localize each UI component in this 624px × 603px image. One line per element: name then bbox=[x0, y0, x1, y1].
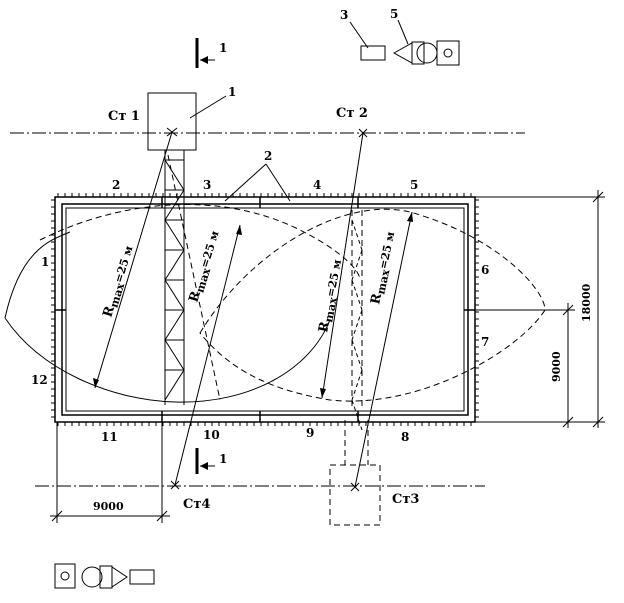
section-label-left-1: 1 bbox=[41, 255, 49, 269]
leader-2a bbox=[224, 163, 267, 202]
dimension-9000-horizontal-text: 9000 bbox=[93, 500, 124, 513]
svg-text:Rmax=25 м: Rmax=25 м bbox=[100, 244, 138, 320]
svg-text:Rmax=25 м: Rmax=25 м bbox=[316, 258, 347, 334]
crane-st3 bbox=[329, 420, 381, 526]
section-mark-bottom: 1 bbox=[219, 452, 227, 466]
reach-arc-left-solid bbox=[4, 231, 331, 403]
leader-2b bbox=[265, 163, 291, 202]
section-mark-top: 1 bbox=[219, 41, 227, 55]
dimension-18000 bbox=[475, 190, 605, 428]
station-st1: Ст 1 bbox=[108, 109, 140, 124]
section-cut-bottom bbox=[195, 448, 215, 474]
callout-3: 3 bbox=[340, 8, 348, 22]
leader-3 bbox=[349, 21, 369, 49]
section-cut-top bbox=[195, 38, 215, 68]
section-label-top-5: 5 bbox=[410, 178, 418, 192]
section-label-bottom-9: 9 bbox=[306, 426, 314, 440]
section-label-bottom-8: 8 bbox=[401, 430, 409, 444]
station-st3: Ст3 bbox=[392, 492, 419, 507]
dimension-9000-vertical bbox=[475, 303, 575, 428]
reach-arc-left-dashed bbox=[39, 204, 361, 281]
section-label-right-6: 6 bbox=[481, 263, 489, 277]
building-frame bbox=[51, 193, 479, 426]
radius-label-4: Rmax=25 м bbox=[368, 230, 400, 306]
reach-arc-right-dashed bbox=[199, 208, 546, 402]
callout-5: 5 bbox=[390, 7, 398, 21]
callout-2: 2 bbox=[264, 149, 272, 163]
svg-text:Rmax=25 м: Rmax=25 м bbox=[368, 230, 400, 306]
radius-label-3: Rmax=25 м bbox=[316, 258, 347, 334]
leader-5 bbox=[397, 19, 409, 45]
radius-arrows bbox=[93, 131, 413, 488]
section-label-bottom-10: 10 bbox=[203, 428, 220, 442]
section-label-right-7: 7 bbox=[481, 335, 489, 349]
section-label-left-12: 12 bbox=[31, 373, 48, 387]
dimension-9000-horizontal bbox=[50, 422, 170, 523]
radius-label-1: Rmax=25 м bbox=[100, 244, 138, 320]
dimension-18000-text: 18000 bbox=[580, 283, 593, 322]
perimeter-ticks bbox=[51, 193, 479, 426]
dimension-9000-vertical-text: 9000 bbox=[550, 351, 563, 382]
vibrator-machine-bottom bbox=[54, 563, 155, 589]
crane-st2-dashed bbox=[351, 128, 368, 431]
station-st2: Ст 2 bbox=[336, 106, 368, 121]
vibrator-machine-top bbox=[360, 40, 460, 66]
section-label-bottom-11: 11 bbox=[101, 430, 118, 444]
callout-1: 1 bbox=[228, 85, 236, 99]
section-label-top-4: 4 bbox=[313, 178, 321, 192]
leader-1 bbox=[189, 95, 227, 119]
station-st4: Ст4 bbox=[183, 497, 210, 512]
section-label-top-2: 2 bbox=[112, 178, 120, 192]
section-label-top-3: 3 bbox=[203, 178, 211, 192]
crane-st1 bbox=[147, 92, 197, 405]
